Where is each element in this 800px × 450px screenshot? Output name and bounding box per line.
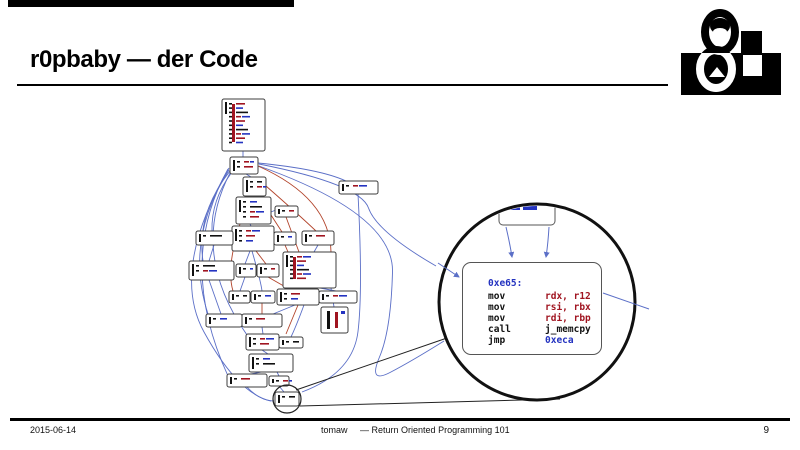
footer-talk-title: — Return Oriented Programming 101 — [360, 425, 510, 435]
cfg-node-n18 — [318, 290, 358, 304]
cfg-node-n19 — [320, 306, 349, 334]
mnemonic: mov — [488, 302, 506, 313]
incoming-edge-arrow — [543, 226, 550, 258]
mnemonic: jmp — [488, 335, 506, 346]
cfg-node-n25 — [226, 373, 268, 388]
cfg-edge — [285, 304, 299, 335]
cfg-node-n6 — [231, 225, 275, 252]
cfg-edge — [313, 244, 319, 253]
slide-title: r0pbaby — der Code — [30, 46, 258, 73]
code-lines: mov rdx, r12 mov rsi, rbx mov rdi, rbp call j_m… — [488, 291, 601, 346]
title-underline — [17, 84, 668, 86]
hourglass-sand-gleam — [713, 28, 727, 36]
cfg-node-n17 — [276, 288, 320, 306]
cfg-node-n5 — [274, 205, 299, 218]
cfg-node-n13 — [256, 263, 280, 278]
magnifier-source-circle — [272, 384, 302, 414]
cfg-node-n20 — [205, 313, 243, 328]
outgoing-edge-line — [602, 292, 650, 310]
cfg-edge — [201, 170, 231, 262]
incoming-edge-arrow-left — [437, 262, 460, 278]
cfg-node-n23 — [278, 336, 304, 349]
cfg-node-n8 — [273, 231, 297, 246]
cfg-node-n21 — [241, 313, 283, 328]
hourglass-upper — [701, 9, 739, 53]
code-line: jmp 0xeca — [488, 335, 601, 346]
magnifier-callout-line — [299, 398, 561, 407]
operands: rsi, rbx — [545, 302, 591, 313]
hourglass-sand-bottom — [709, 67, 725, 77]
cfg-edge — [239, 276, 246, 292]
logo-svg — [681, 9, 781, 95]
code-line: mov rdx, r12 — [488, 291, 601, 302]
operands: 0xeca — [545, 335, 574, 346]
clipped-node-text — [523, 206, 537, 210]
cfg-node-n14 — [282, 251, 337, 289]
cfg-edge — [284, 244, 289, 253]
magnified-code-box: 0xe65: mov rdx, r12 mov rsi, rbx mov rdi, rbp… — [462, 262, 602, 355]
code-address-label: 0xe65: — [488, 278, 523, 289]
operands: rdx, r12 — [545, 291, 591, 302]
footer-rule — [10, 418, 790, 421]
footer-author: tomaw — [321, 425, 348, 435]
cfg-edge — [261, 326, 264, 335]
cfg-node-n9 — [301, 230, 335, 246]
top-accent-bar — [8, 0, 294, 7]
entropia-hourglass-logo — [673, 4, 788, 99]
magnifier-callout-line — [295, 337, 448, 391]
code-line: call j_memcpy — [488, 324, 601, 335]
cfg-node-n7 — [195, 230, 234, 246]
footer-center: tomaw — Return Oriented Programming 101 — [321, 425, 510, 435]
logo-checker-white — [743, 55, 762, 76]
cfg-node-n10 — [338, 180, 379, 195]
cfg-edge — [258, 165, 445, 377]
operands: j_memcpy — [545, 324, 591, 335]
cfg-nodes — [188, 98, 379, 407]
operands: rdi, rbp — [545, 313, 591, 324]
clipped-neighbor-node — [498, 206, 556, 226]
cfg-edge — [301, 193, 361, 393]
cfg-edge — [257, 162, 347, 182]
cfg-edge — [270, 214, 283, 233]
cfg-edge — [191, 167, 272, 402]
cfg-edge — [276, 371, 280, 377]
cfg-edge — [208, 279, 222, 315]
code-line: mov rdi, rbp — [488, 313, 601, 324]
logo-checker-black — [741, 31, 762, 53]
cfg-node-n15 — [228, 290, 251, 304]
incoming-edge-arrow — [505, 226, 515, 258]
code-line: mov rsi, rbx — [488, 302, 601, 313]
cfg-node-n27 — [274, 391, 300, 407]
cfg-edge — [258, 163, 437, 267]
cfg-edge — [246, 386, 275, 402]
mnemonic: mov — [488, 291, 506, 302]
page-number: 9 — [763, 425, 769, 436]
cfg-edge — [261, 349, 269, 355]
cfg-edge — [255, 250, 267, 265]
cfg-edge — [272, 304, 296, 315]
cfg-edge — [244, 250, 251, 265]
cfg-node-n16 — [250, 290, 276, 304]
cfg-node-n1 — [221, 98, 266, 152]
mnemonic: mov — [488, 313, 506, 324]
hourglass-lower — [696, 53, 736, 92]
footer-date: 2015-06-14 — [30, 425, 77, 435]
mnemonic: call — [488, 324, 511, 335]
cfg-edge — [208, 244, 215, 262]
